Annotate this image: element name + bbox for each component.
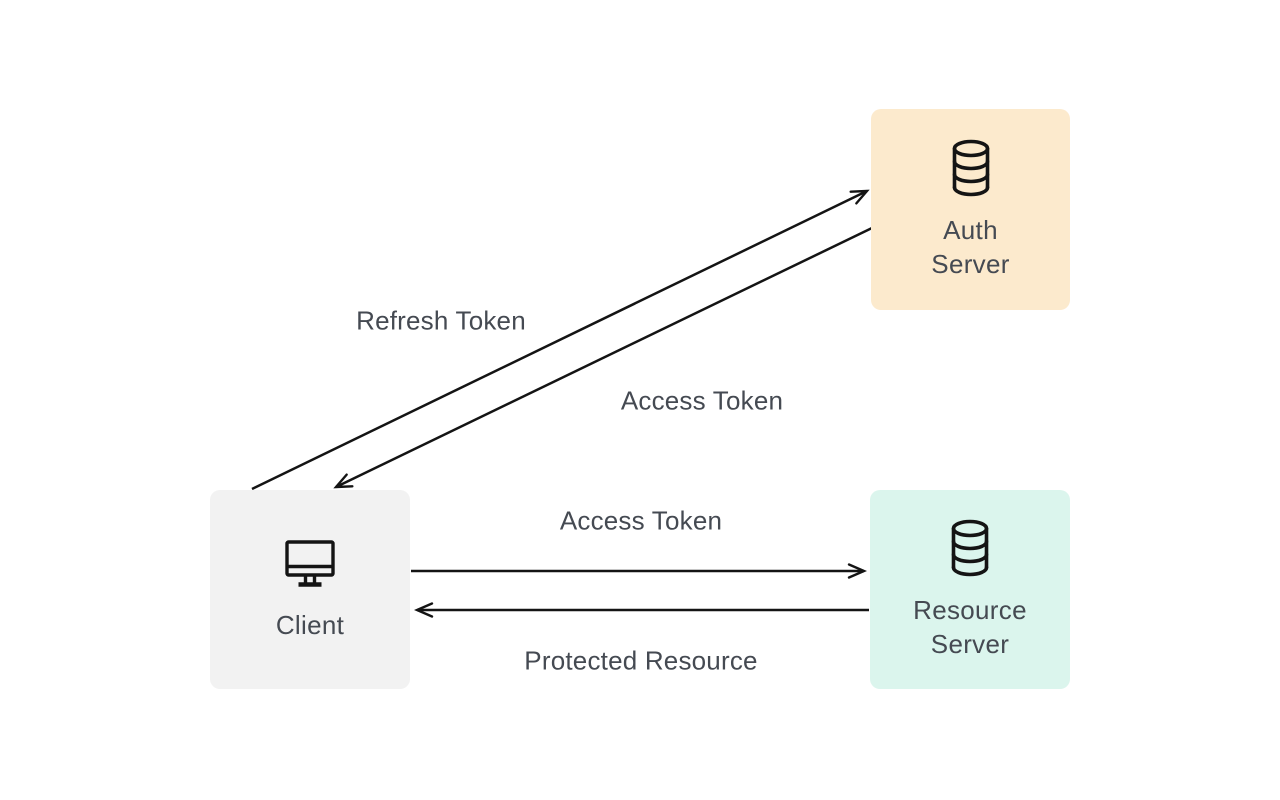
node-auth-server: Auth Server bbox=[871, 109, 1070, 310]
database-icon bbox=[947, 519, 993, 577]
node-label-client: Client bbox=[275, 609, 345, 640]
edge-label-protected-resource: Protected Resource bbox=[524, 645, 758, 676]
node-label-auth-server: Auth Server bbox=[931, 214, 1010, 279]
arrow-access-token-to-client bbox=[336, 226, 873, 487]
database-icon bbox=[948, 139, 994, 197]
monitor-icon bbox=[282, 538, 338, 588]
edge-label-access-token-to-resource: Access Token bbox=[559, 505, 723, 536]
edge-label-access-token-from-auth: Access Token bbox=[620, 385, 784, 416]
node-label-resource-server: Resource Server bbox=[913, 594, 1027, 659]
node-resource-server: Resource Server bbox=[870, 490, 1070, 689]
arrow-refresh-token bbox=[251, 191, 867, 491]
edge-label-refresh-token: Refresh Token bbox=[356, 305, 526, 336]
node-client: Client bbox=[210, 490, 410, 689]
